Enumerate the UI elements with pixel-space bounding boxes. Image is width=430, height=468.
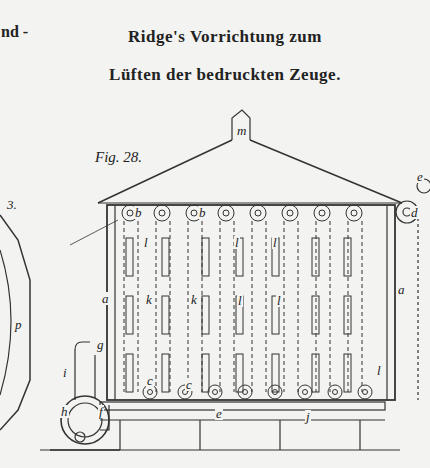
callout-letter: a	[101, 292, 110, 305]
callout-letter: b	[134, 206, 143, 219]
callout-letter: b	[198, 206, 207, 219]
figure-text: Fig. 28.	[94, 150, 143, 165]
callout-letter: a	[397, 283, 406, 296]
callout-letter: c	[146, 374, 154, 387]
callout-letter: p	[14, 318, 23, 331]
callout-letter: e	[215, 407, 223, 420]
callout-letter: l	[143, 236, 149, 249]
title: Ridge's Vorrichtung zum Lüften der bedru…	[60, 18, 390, 94]
callout-letter: g	[96, 338, 105, 351]
callout-letter: l	[272, 236, 278, 249]
callout-letter: m	[236, 124, 247, 137]
callout-letter: k	[190, 293, 198, 306]
callout-letter: f	[98, 405, 104, 418]
callout-letter: d	[410, 206, 419, 219]
callout-letter: i	[62, 366, 68, 379]
callout-letter: e	[416, 170, 424, 183]
callout-letter: l	[234, 236, 240, 249]
callout-letter: l	[276, 294, 282, 307]
callout-letter: k	[145, 293, 153, 306]
callout-letter: l	[376, 364, 382, 377]
callout-letter: j	[305, 410, 311, 423]
figure-text: nd -	[0, 24, 29, 40]
figure-text: 3.	[6, 198, 18, 211]
callout-letter: l	[237, 294, 243, 307]
callout-letter: c	[185, 378, 193, 391]
callout-letter: h	[60, 405, 69, 418]
